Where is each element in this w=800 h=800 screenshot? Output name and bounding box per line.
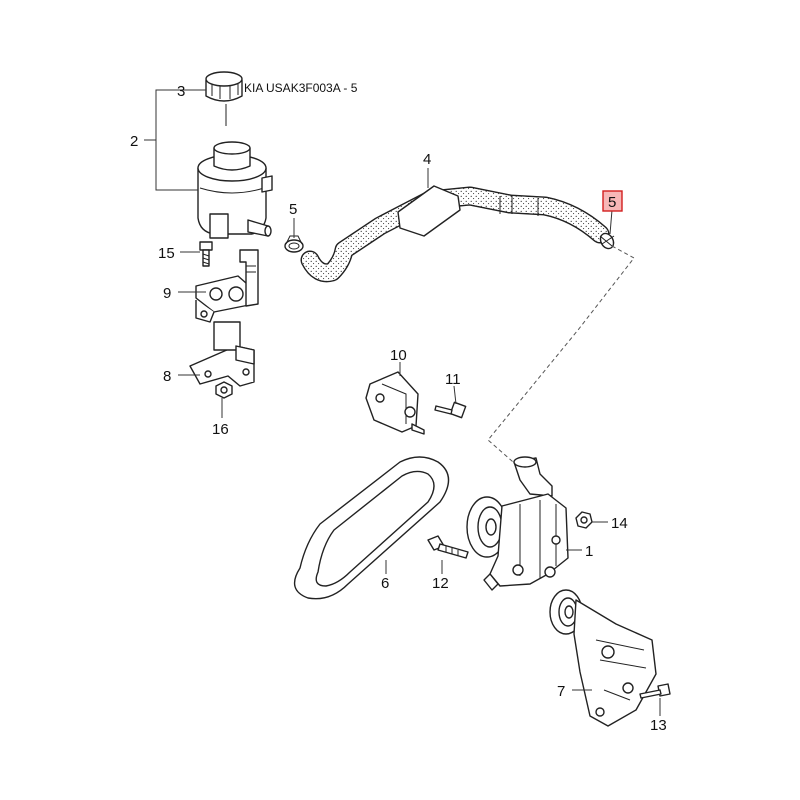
power-steering-pump — [466, 456, 569, 591]
hidden-line — [487, 245, 635, 469]
bolt-15 — [199, 241, 213, 267]
callout-6[interactable]: 6 — [381, 575, 389, 592]
drive-belt — [293, 456, 450, 600]
callout-10[interactable]: 10 — [390, 347, 407, 364]
bracket-10 — [365, 371, 425, 435]
callout-13[interactable]: 13 — [650, 717, 667, 734]
reservoir-cap — [205, 71, 243, 126]
callout-4[interactable]: 4 — [423, 151, 431, 168]
tensioner-bracket — [549, 589, 657, 727]
bracket-9 — [195, 249, 259, 323]
callout-1[interactable]: 1 — [585, 543, 593, 560]
hose-clamp-right — [599, 232, 615, 250]
callout-12[interactable]: 12 — [432, 575, 449, 592]
callout-5-left[interactable]: 5 — [289, 201, 297, 218]
callout-8[interactable]: 8 — [163, 368, 171, 385]
hose-clamp-left — [284, 235, 304, 253]
reference-code: KIA USAK3F003A - 5 — [244, 81, 358, 95]
callout-5-right[interactable]: 5 — [608, 194, 616, 211]
bolt-12 — [427, 535, 469, 559]
leader-lines — [144, 89, 661, 716]
bracket-8 — [189, 321, 255, 387]
highlighted-callout-box — [602, 190, 623, 212]
callout-9[interactable]: 9 — [163, 285, 171, 302]
bolt-13 — [639, 683, 671, 699]
nut-16 — [215, 381, 233, 399]
callout-3[interactable]: 3 — [177, 83, 185, 100]
callout-11[interactable]: 11 — [445, 371, 461, 388]
bolt-11 — [434, 401, 467, 419]
return-hose — [300, 185, 610, 283]
callout-16[interactable]: 16 — [212, 421, 229, 438]
nut-14 — [575, 511, 593, 529]
callout-2[interactable]: 2 — [130, 133, 138, 150]
callout-15[interactable]: 15 — [158, 245, 175, 262]
callout-7[interactable]: 7 — [557, 683, 565, 700]
callout-14[interactable]: 14 — [611, 515, 628, 532]
reservoir — [197, 141, 273, 239]
